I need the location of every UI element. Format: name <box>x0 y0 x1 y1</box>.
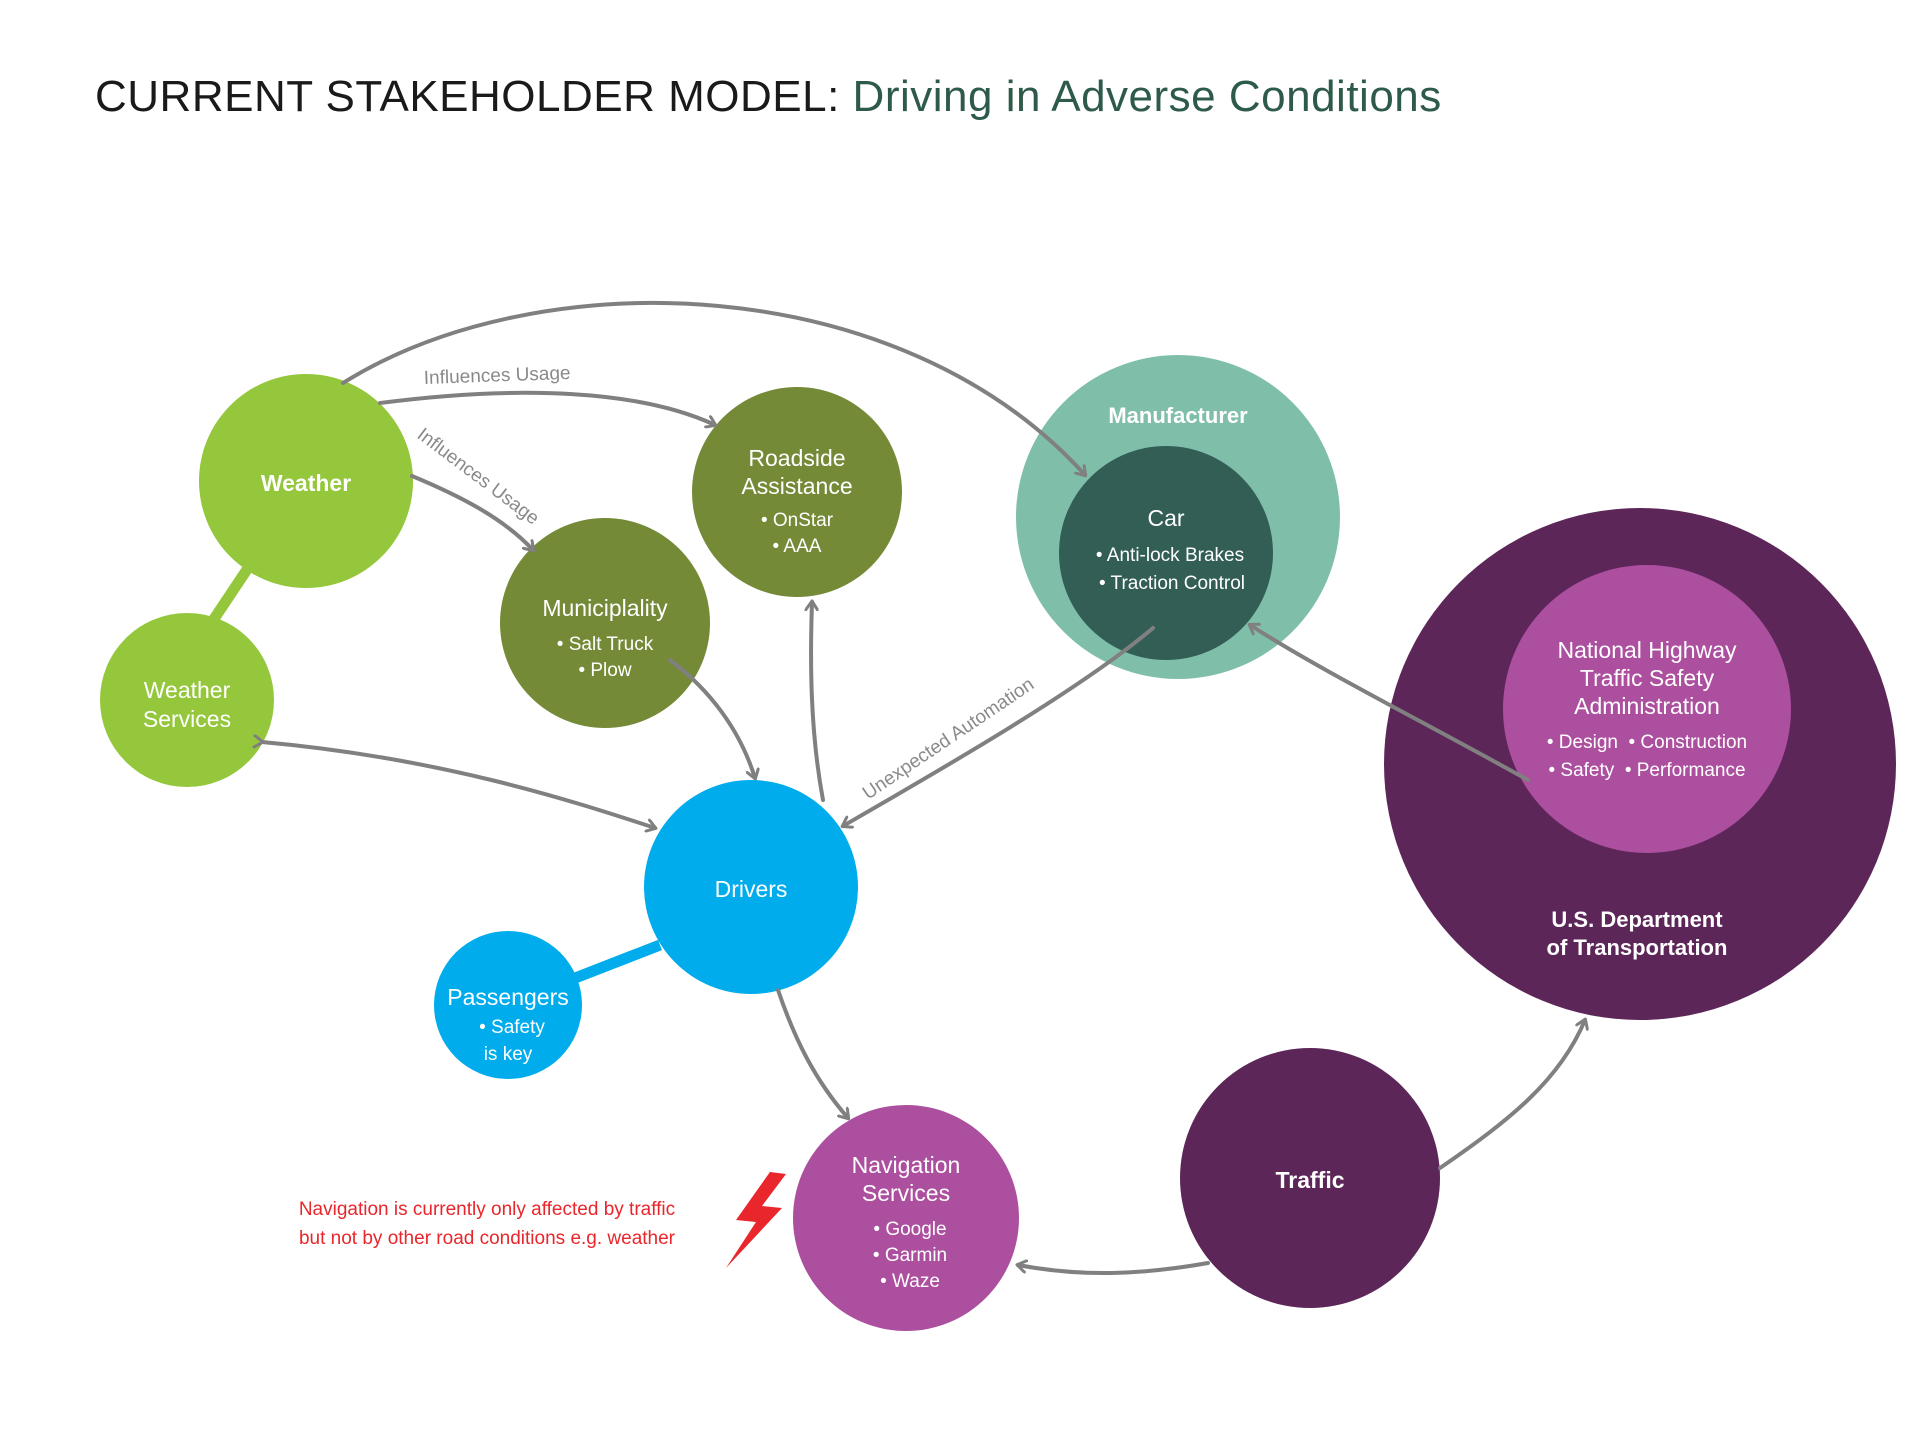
roadside-node <box>692 387 902 597</box>
car-item-traction: • Traction Control <box>1099 573 1245 594</box>
roadside-item-onstar: • OnStar <box>761 510 834 531</box>
nhtsa-node <box>1503 565 1791 853</box>
weather-services-label-1: Weather <box>144 677 231 703</box>
manufacturer-label: Manufacturer <box>1108 403 1248 428</box>
arrow-drivers-to-roadside <box>811 602 825 802</box>
weather-services-connector <box>205 561 255 629</box>
note-line-1: Navigation is currently only affected by… <box>299 1199 675 1220</box>
nhtsa-items-2: • Safety • Performance <box>1548 760 1745 781</box>
weather-services-label-2: Services <box>143 706 231 732</box>
passengers-connector <box>568 939 662 986</box>
navigation-label-2: Services <box>862 1180 950 1206</box>
nhtsa-label-3: Administration <box>1574 693 1720 719</box>
car-node <box>1059 446 1273 660</box>
nhtsa-items-1: • Design • Construction <box>1547 732 1747 753</box>
edge-label-influences-usage-diag: Influences Usage <box>413 424 543 529</box>
car-label: Car <box>1147 505 1184 531</box>
title-subtitle: Driving in Adverse Conditions <box>852 72 1442 121</box>
drivers-label: Drivers <box>715 876 788 902</box>
passengers-label: Passengers <box>447 984 568 1010</box>
title-main: CURRENT STAKEHOLDER MODEL: <box>95 72 853 121</box>
passengers-item-2: is key <box>484 1044 533 1065</box>
arrow-drivers-to-navigation <box>776 988 848 1118</box>
arrow-nhtsa-to-car <box>1250 625 1530 782</box>
roadside-label-2: Assistance <box>741 473 852 499</box>
note-line-2: but not by other road conditions e.g. we… <box>299 1228 676 1249</box>
weather-node <box>199 374 413 588</box>
arrow-traffic-to-dot <box>1438 1020 1585 1170</box>
edge-label-influences-usage-top: Influences Usage <box>423 363 570 389</box>
municipality-label: Municiplality <box>542 595 668 621</box>
arrow-weather-services-drivers <box>262 742 655 828</box>
municipality-node <box>500 518 710 728</box>
weather-label: Weather <box>261 470 351 496</box>
navigation-node <box>793 1105 1019 1331</box>
arrow-municipality-to-drivers <box>668 658 755 778</box>
dot-label-1: U.S. Department <box>1551 907 1723 932</box>
diagram-title: CURRENT STAKEHOLDER MODEL: Driving in Ad… <box>95 72 1442 122</box>
lightning-bolt-icon <box>726 1172 786 1268</box>
navigation-item-garmin: • Garmin <box>873 1245 947 1266</box>
arrow-weather-to-car <box>341 301 1085 475</box>
municipality-item-plow: • Plow <box>578 660 631 681</box>
roadside-label-1: Roadside <box>748 445 845 471</box>
navigation-item-google: • Google <box>873 1219 946 1240</box>
car-item-abs: • Anti-lock Brakes <box>1096 545 1244 566</box>
arrow-car-to-drivers <box>843 626 1155 826</box>
passengers-item-1: • Safety <box>479 1017 545 1038</box>
navigation-label-1: Navigation <box>852 1152 961 1178</box>
arrow-traffic-to-navigation <box>1018 1263 1210 1276</box>
traffic-node <box>1180 1048 1440 1308</box>
municipality-item-salt-truck: • Salt Truck <box>557 634 654 655</box>
nhtsa-label-2: Traffic Safety <box>1580 665 1715 691</box>
arrow-weather-to-roadside <box>378 390 715 425</box>
passengers-node <box>434 931 582 1079</box>
drivers-node <box>644 780 858 994</box>
traffic-label: Traffic <box>1275 1167 1344 1193</box>
weather-services-node <box>100 613 274 787</box>
nhtsa-label-1: National Highway <box>1558 637 1737 663</box>
edge-label-unexpected-automation: Unexpected Automation <box>859 674 1038 804</box>
dot-label-2: of Transportation <box>1547 935 1728 960</box>
navigation-item-waze: • Waze <box>880 1271 940 1292</box>
roadside-item-aaa: • AAA <box>773 536 822 557</box>
arrow-weather-to-municipality <box>410 474 533 550</box>
